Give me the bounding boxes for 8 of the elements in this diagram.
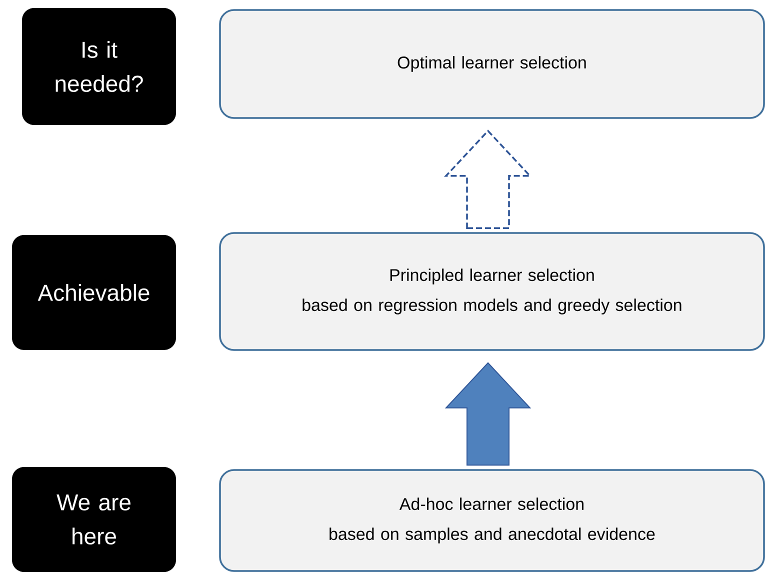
process-box: Optimal learner selection: [219, 9, 765, 119]
block-arrow: [444, 130, 532, 229]
process-box: Principled learner selection based on regression models and greedy selection: [219, 232, 765, 351]
stage-box: Achievable: [12, 235, 176, 350]
block-arrow: [444, 362, 532, 466]
process-box: Ad-hoc learner selection based on samples and anecdotal evidence: [219, 469, 765, 572]
stage-box: Is it needed?: [22, 8, 176, 125]
stage-box: We are here: [12, 467, 176, 572]
